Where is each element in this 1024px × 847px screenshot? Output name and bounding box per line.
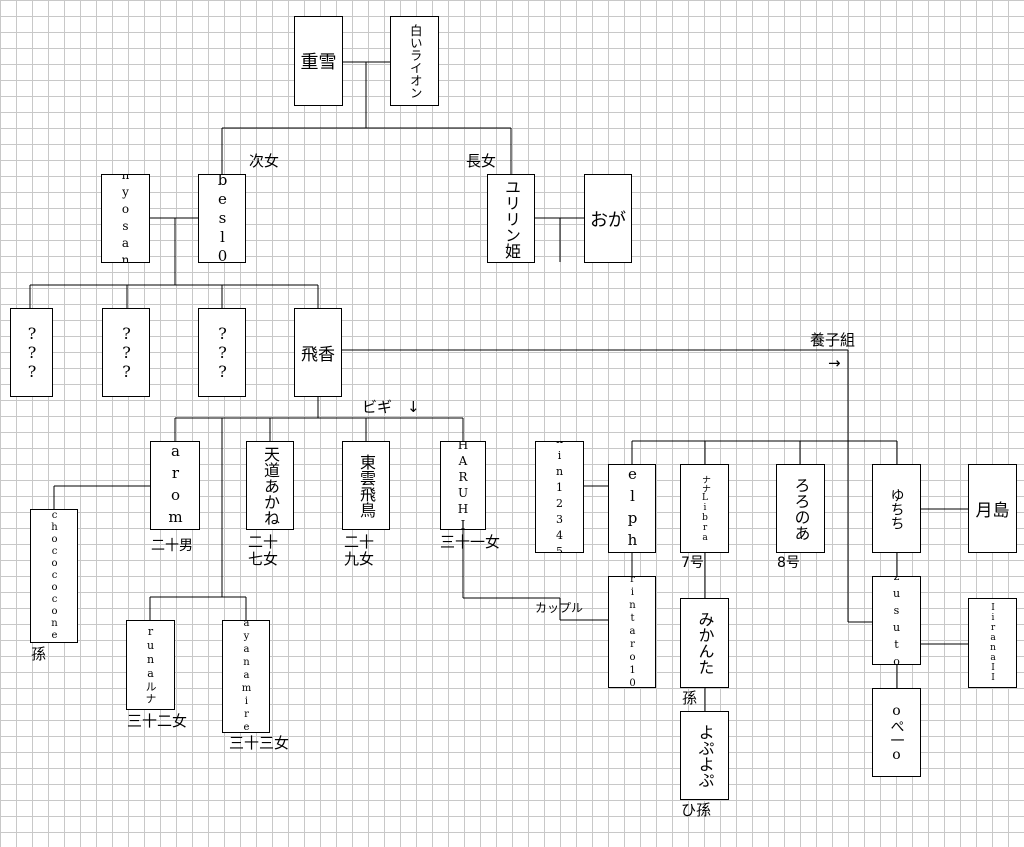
member-name: IiranaII (988, 603, 998, 683)
label-nana-rank: 7号 (681, 555, 704, 571)
label-arom-rank: 二十男 (151, 538, 193, 554)
label-akane-rank: 二十 七女 (248, 533, 279, 569)
label-roro-rank: 8号 (777, 555, 800, 571)
member-mikanta[interactable]: みかんた (680, 598, 729, 688)
label-chojo: 長女 (466, 152, 497, 170)
member-name: ??? (117, 324, 136, 381)
member-arom[interactable]: arom (150, 441, 200, 530)
member-tendo-akane[interactable]: 天道あかね (246, 441, 294, 530)
member-nana-libra[interactable]: ナナLibra (680, 464, 729, 553)
member-name: elph (623, 464, 642, 553)
member-name: 重雪 (300, 52, 337, 73)
member-name: 天道あかね (261, 445, 280, 526)
member-name: ayanamire (241, 620, 252, 733)
member-name: runaルナ (144, 625, 157, 705)
member-name: HARUHI (456, 441, 470, 530)
member-name: oぺ一o (888, 702, 905, 763)
member-name: zusuto (890, 576, 903, 665)
member-unknown-3[interactable]: ??? (198, 308, 246, 397)
member-name: おが (590, 209, 626, 231)
member-kin12345[interactable]: kin12345 (535, 441, 584, 553)
member-name: rintaro10 (627, 576, 638, 688)
label-ayanami-rank: 三十三女 (229, 734, 290, 752)
member-haruhi[interactable]: HARUHI (440, 441, 486, 530)
label-yopuyopu-rank: ひ孫 (681, 801, 712, 819)
member-name: よぷよぷ (695, 723, 715, 788)
member-name: ユリリン姫 (502, 178, 521, 259)
member-white-lion[interactable]: 白いライオン (390, 16, 439, 106)
member-name: ??? (22, 324, 42, 381)
member-name: kin12345 (553, 441, 566, 553)
member-elph[interactable]: elph (608, 464, 656, 553)
label-bigi: ビギ ↓ (362, 398, 420, 416)
member-roro-noa[interactable]: ろろのあ (776, 464, 825, 553)
label-higashikumo-rank: 二十 九女 (344, 533, 375, 569)
member-name: ろろのあ (791, 476, 811, 541)
member-name: arom (166, 441, 185, 530)
member-chocococone[interactable]: chocococone (30, 509, 78, 643)
label-runa-rank: 三十二女 (127, 712, 188, 730)
member-name: chocococone (49, 510, 60, 642)
member-name: みかんた (695, 611, 715, 675)
member-rintaro10[interactable]: rintaro10 (608, 576, 656, 688)
label-chococo-rank: 孫 (31, 645, 47, 663)
member-name: ??? (213, 324, 232, 381)
member-yopuyopu[interactable]: よぷよぷ (680, 711, 729, 800)
member-runa[interactable]: runaルナ (126, 620, 175, 710)
member-name: 月島 (975, 501, 1010, 521)
member-zusuto[interactable]: zusuto (872, 576, 921, 665)
member-ayanamire[interactable]: ayanamire (222, 620, 270, 733)
member-yuririn[interactable]: ユリリン姫 (487, 174, 535, 263)
member-name: 白いライオン (407, 23, 423, 99)
label-yoshi: 養子組 (810, 331, 856, 349)
label-haruhi-rank: 三十一女 (440, 533, 501, 551)
member-asuka[interactable]: 飛香 (294, 308, 342, 397)
label-couple: カップル (535, 601, 584, 615)
member-shinonome-asuka[interactable]: 東雲飛鳥 (342, 441, 390, 530)
label-yoshi-arrow: → (828, 354, 841, 372)
member-name: besl0 (213, 174, 232, 263)
member-tsukishima[interactable]: 月島 (968, 464, 1017, 553)
member-oga[interactable]: おが (584, 174, 632, 263)
member-nyosan[interactable]: nyosan (101, 174, 150, 263)
label-mikanta-rank: 孫 (682, 689, 698, 707)
member-name: nyosan (118, 174, 133, 263)
member-name: ゆちち (888, 487, 905, 530)
member-name: ナナLibra (700, 474, 710, 543)
member-ope[interactable]: oぺ一o (872, 688, 921, 777)
member-name: 飛香 (301, 345, 335, 365)
member-shigeyuki[interactable]: 重雪 (294, 16, 343, 106)
member-unknown-1[interactable]: ??? (10, 308, 53, 397)
member-name: 東雲飛鳥 (357, 453, 376, 518)
member-yuchichi[interactable]: ゆちち (872, 464, 921, 553)
label-jijo: 次女 (249, 152, 280, 170)
member-besl0[interactable]: besl0 (198, 174, 246, 263)
member-iirana[interactable]: IiranaII (968, 598, 1017, 688)
member-unknown-2[interactable]: ??? (102, 308, 150, 397)
